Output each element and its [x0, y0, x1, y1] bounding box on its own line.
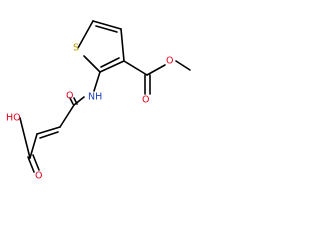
bond-ester-carbon-o	[146, 64, 166, 76]
bond-acid-carbon-o	[27, 156, 35, 173]
bond-vinyl-acid-carbon	[29, 133, 38, 159]
bond-c2-nh	[93, 71, 101, 92]
bond-acid-carbon-oh	[19, 117, 31, 159]
bond-c5-c4-inner	[95, 25, 118, 33]
bond-c3-c2	[99, 60, 125, 73]
bond-o-methyl	[175, 60, 191, 71]
atom-acid-carbonyl-oxygen: O	[35, 171, 42, 182]
atom-sulfur: S	[73, 43, 79, 54]
bond-vinyl-double-inner	[39, 131, 59, 139]
atom-amide-oxygen: O	[66, 91, 73, 102]
bond-nh-amide-carbon	[73, 96, 85, 106]
bond-acid-carbon-o-2	[32, 154, 40, 171]
bond-amide-carbon-vinyl	[59, 104, 75, 128]
bond-amide-carbon-o	[69, 97, 74, 105]
atom-ester-carbonyl-oxygen: O	[142, 95, 149, 106]
bond-c3-ester-carbon	[123, 60, 148, 76]
bond-vinyl-double	[36, 126, 61, 135]
atom-hydroxyl: HO	[6, 113, 21, 124]
atom-amine: NH	[88, 92, 102, 103]
atom-ester-oxygen: O	[166, 56, 173, 67]
bond-c3-c2-inner	[100, 57, 120, 68]
structure-diagram: S NH O O O O HO	[6, 20, 191, 182]
bond-c5-c4	[92, 20, 122, 30]
bond-c2-s	[83, 55, 101, 73]
bond-c4-c3	[120, 28, 125, 62]
bond-s-c5	[77, 20, 94, 49]
bond-amide-carbon-o-2	[73, 97, 78, 105]
